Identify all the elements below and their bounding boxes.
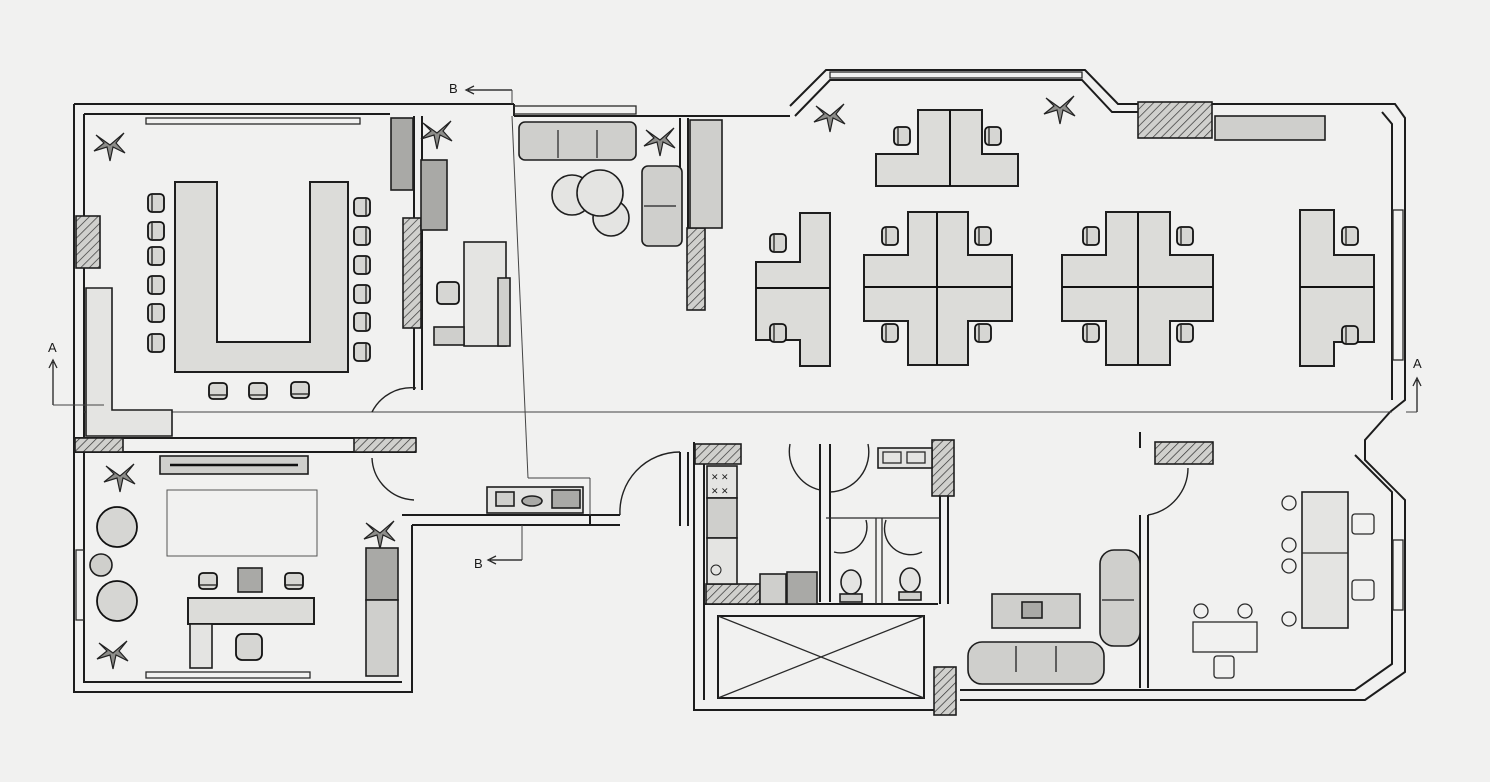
meeting-door-swing — [1147, 467, 1189, 516]
reception-divider — [511, 115, 529, 479]
plant-icon — [363, 520, 396, 550]
kitchen-door-swing — [788, 443, 821, 491]
plant-icon — [643, 127, 676, 157]
two-seat-sofa — [1099, 549, 1141, 647]
svg-text:B: B — [449, 81, 458, 96]
open-office — [755, 95, 1375, 367]
office-chair — [235, 633, 263, 661]
rug — [166, 489, 318, 557]
lounge — [518, 119, 723, 247]
plant-icon — [96, 640, 129, 670]
papers — [495, 491, 515, 507]
small-meeting — [1147, 467, 1375, 679]
svg-text:B: B — [474, 556, 483, 571]
cabinet — [420, 159, 448, 231]
plant-icon — [93, 132, 126, 162]
waiting-area — [967, 549, 1141, 685]
tray — [551, 489, 581, 509]
three-seat-sofa — [967, 641, 1105, 685]
small-desk — [1192, 621, 1258, 653]
three-seat-sofa — [518, 121, 637, 161]
outer-walls — [73, 69, 1406, 711]
hob — [706, 465, 738, 499]
round-stool — [576, 169, 624, 217]
u-shaped-conference-table — [174, 181, 349, 373]
meeting-room — [85, 117, 417, 437]
double-washbasin — [877, 447, 933, 469]
appliance — [759, 573, 787, 605]
windows — [75, 71, 1404, 679]
svg-text:A: A — [48, 340, 57, 355]
counter — [706, 497, 738, 539]
manager-office — [89, 455, 415, 677]
reception-chair — [436, 281, 460, 305]
cabinet — [390, 117, 414, 191]
desk — [187, 597, 315, 625]
appliance — [786, 571, 818, 605]
guest-chair — [284, 572, 304, 590]
svg-text:✕ ✕: ✕ ✕ — [711, 486, 729, 496]
guest-chair — [198, 572, 218, 590]
round-side-table — [89, 553, 113, 577]
workstation-2-seat — [875, 109, 1019, 187]
plant-icon — [103, 463, 136, 493]
svg-text:✕ ✕: ✕ ✕ — [711, 472, 729, 482]
sink — [706, 537, 738, 585]
toilet — [840, 569, 862, 595]
svg-text:A: A — [1413, 356, 1422, 371]
cabinet — [689, 119, 723, 229]
section-marker-b-bottom: B — [474, 525, 523, 571]
section-marker-b-top: B — [449, 81, 513, 104]
section-marker-a-left: A — [48, 340, 104, 406]
entrance-door-swing — [619, 451, 681, 516]
storage-shaft — [717, 615, 925, 699]
structural-columns — [74, 101, 1214, 716]
toilet — [899, 567, 921, 593]
plant-icon — [813, 103, 846, 133]
kitchenette-unit — [365, 547, 399, 601]
corridor — [486, 451, 689, 526]
plant-icon — [1043, 95, 1076, 125]
side-table — [237, 567, 263, 593]
long-table — [1301, 491, 1349, 629]
pantry-kitchen: ✕ ✕ ✕ ✕ — [706, 443, 821, 605]
lounge-armchair — [96, 580, 138, 622]
meeting-door-swing — [371, 387, 417, 413]
reception — [420, 120, 511, 347]
office-door-swing — [371, 457, 415, 501]
storage-cabinet — [1214, 115, 1326, 141]
glasses — [521, 495, 543, 507]
workstation-half-cross — [755, 212, 831, 367]
credenza — [85, 287, 173, 437]
restrooms — [826, 443, 940, 604]
section-marker-a-right: A — [1406, 356, 1422, 413]
desk-return — [189, 623, 213, 669]
tall-cabinet — [365, 599, 399, 677]
lounge-armchair — [96, 506, 138, 548]
plant-icon — [420, 120, 453, 150]
